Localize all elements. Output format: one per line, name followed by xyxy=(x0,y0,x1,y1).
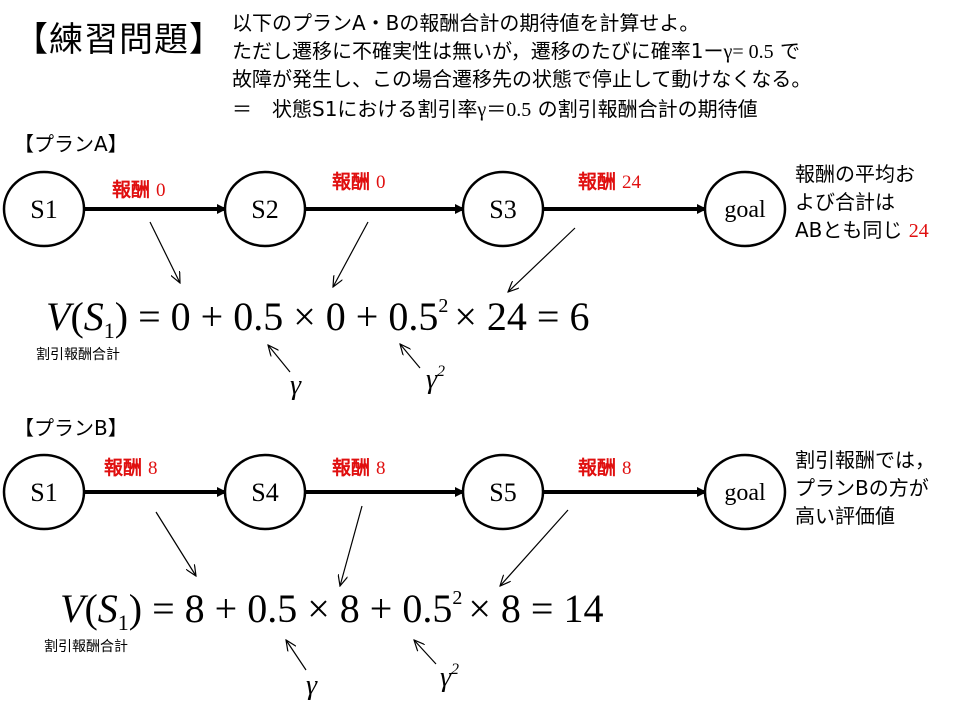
plan-b-state-goal-label: goal xyxy=(724,480,766,506)
plan-a-pointer-1 xyxy=(149,221,180,283)
plan-a-side-note-value: 24 xyxy=(908,220,929,242)
plan-b-gamma: γ xyxy=(306,670,318,701)
plan-b-state-s4: S4 xyxy=(223,453,307,531)
description-line-4: ＝ 状態S1における割引率γ＝0.5 の割引報酬合計の期待値 xyxy=(232,97,758,121)
plan-a-state-s3-label: S3 xyxy=(489,195,516,224)
description-line-3: 故障が発生し、この場合遷移先の状態で停止して動けなくなる。 xyxy=(232,67,812,91)
plan-b-side-note-line-3: 高い評価値 xyxy=(795,504,895,528)
plan-a-state-goal-label: goal xyxy=(724,197,766,223)
plan-a-side-note-line-3: ABとも同じ 24 xyxy=(795,218,929,242)
plan-a-state-goal: goal xyxy=(703,170,787,248)
plan-b-pointer-3 xyxy=(500,509,569,586)
plan-a-state-s1-label: S1 xyxy=(30,195,57,224)
plan-a-side-note: 報酬の平均お よび合計は ABとも同じ 24 xyxy=(795,160,929,245)
plan-a-side-note-line-2: よび合計は xyxy=(795,190,895,214)
plan-a-side-note-line-1: 報酬の平均お xyxy=(795,162,915,186)
plan-b-formula-caption: 割引報酬合計 xyxy=(44,639,128,655)
plan-b-state-s5-label: S5 xyxy=(489,478,516,507)
plan-b-state-goal: goal xyxy=(703,453,787,531)
plan-a-pointer-2 xyxy=(333,221,369,287)
description-line-2: ただし遷移に不確実性は無いが，遷移のたびに確率1ーγ= 0.5 で xyxy=(232,39,801,63)
plan-b-gamma2: γ2 xyxy=(440,661,459,693)
plan-b-gamma2-pointer xyxy=(414,640,437,665)
plan-b-state-s5: S5 xyxy=(461,453,545,531)
page-title: 【練習問題】 xyxy=(14,20,224,60)
plan-a-state-s1: S1 xyxy=(2,170,86,248)
plan-a-state-s3: S3 xyxy=(461,170,545,248)
plan-a-gamma2: γ2 xyxy=(426,363,445,395)
plan-a-state-s2-label: S2 xyxy=(251,195,278,224)
plan-b-state-s1-label: S1 xyxy=(30,478,57,507)
plan-b-state-s4-label: S4 xyxy=(251,478,278,507)
plan-b-label: 【プランB】 xyxy=(14,416,128,440)
plan-a-formula: V(S1) = 0 + 0.5 × 0 + 0.52× 24 = 6 xyxy=(46,294,589,343)
plan-b-gamma-pointer xyxy=(286,640,307,671)
plan-a-gamma-pointer xyxy=(268,345,291,373)
plan-b-pointer-1 xyxy=(155,511,196,576)
description-line-1: 以下のプランA・Bの報酬合計の期待値を計算せよ。 xyxy=(232,11,700,35)
plan-a-formula-caption: 割引報酬合計 xyxy=(36,347,120,363)
plan-a-gamma2-pointer xyxy=(400,344,421,369)
plan-a-pointer-3 xyxy=(508,227,576,292)
plan-a-state-s2: S2 xyxy=(223,170,307,248)
plan-b-side-note-line-1: 割引報酬では， xyxy=(795,448,935,472)
plan-b-side-note-line-2: プランBの方が xyxy=(795,476,929,500)
plan-b-formula: V(S1) = 8 + 0.5 × 8 + 0.52× 8 = 14 xyxy=(60,586,603,635)
plan-b-pointer-2 xyxy=(340,505,363,586)
plan-a-gamma: γ xyxy=(290,370,302,401)
plan-a-label: 【プランA】 xyxy=(14,132,128,156)
plan-b-side-note: 割引報酬では， プランBの方が 高い評価値 xyxy=(795,446,935,530)
plan-b-state-s1: S1 xyxy=(2,453,86,531)
